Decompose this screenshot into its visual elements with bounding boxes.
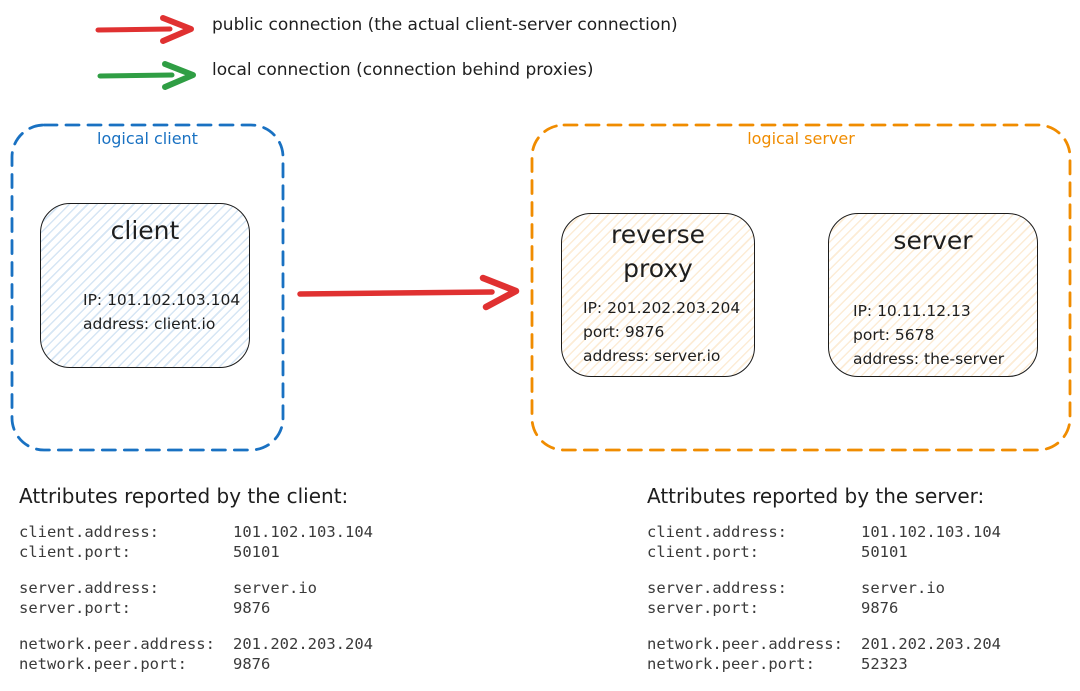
attr-row: client.port: 50101 — [19, 543, 373, 563]
attr-key: server.port: — [19, 598, 131, 617]
attr-row: server.port: 9876 — [647, 599, 1001, 619]
attr-row: network.peer.address: 201.202.203.204 — [647, 635, 1001, 655]
attr-key: server.address: — [647, 579, 787, 597]
server-attributes-title: Attributes reported by the server: — [647, 484, 985, 508]
attr-key: client.address: — [647, 523, 787, 541]
attr-row: network.peer.address: 201.202.203.204 — [19, 635, 373, 655]
client-to-proxy-arrow — [290, 270, 526, 314]
reverse-proxy-node: reverse proxy IP: 201.202.203.204 port: … — [561, 213, 755, 377]
client-node-info: IP: 101.102.103.104 address: client.io — [83, 288, 240, 336]
local-connection-arrow-icon — [96, 60, 200, 92]
attr-group-server-endpoint: server.address: server.io server.port: 9… — [647, 579, 1001, 618]
attr-group-client-endpoint: client.address: 101.102.103.104 client.p… — [19, 523, 373, 562]
reverse-proxy-node-info: IP: 201.202.203.204 port: 9876 address: … — [583, 296, 740, 368]
attr-key: client.port: — [19, 542, 131, 561]
attr-value: 9876 — [861, 598, 899, 617]
attr-value: 9876 — [233, 654, 271, 673]
attr-row: client.port: 50101 — [647, 543, 1001, 563]
attr-value: 50101 — [861, 542, 908, 561]
client-node: client IP: 101.102.103.104 address: clie… — [40, 203, 250, 368]
client-node-title: client — [110, 216, 180, 245]
node-info-line: port: 9876 — [583, 323, 665, 341]
legend-label-public-connection: public connection (the actual client-ser… — [212, 15, 678, 35]
client-attributes-section: Attributes reported by the client: clien… — [19, 483, 373, 691]
attr-value: 9876 — [233, 598, 271, 617]
attr-row: network.peer.port: 9876 — [19, 655, 373, 675]
logical-server-group: logical server reverse proxy IP: 201.202… — [530, 123, 1072, 452]
server-node-title: server — [893, 226, 973, 255]
logical-client-border — [10, 123, 285, 452]
attr-row: server.address: server.io — [647, 579, 1001, 599]
attr-value: 201.202.203.204 — [233, 635, 373, 653]
attr-key: network.peer.port: — [647, 654, 815, 673]
attr-group-server-endpoint: server.address: server.io server.port: 9… — [19, 579, 373, 618]
attr-group-client-endpoint: client.address: 101.102.103.104 client.p… — [647, 523, 1001, 562]
client-attributes-title: Attributes reported by the client: — [19, 484, 349, 508]
attr-row: client.address: 101.102.103.104 — [647, 523, 1001, 543]
attr-key: network.peer.address: — [19, 635, 215, 653]
attr-row: server.address: server.io — [19, 579, 373, 599]
attr-group-network-peer: network.peer.address: 201.202.203.204 ne… — [19, 635, 373, 674]
server-node: server IP: 10.11.12.13 port: 5678 addres… — [828, 213, 1038, 377]
logical-client-label: logical client — [97, 129, 198, 148]
node-info-line: address: server.io — [583, 347, 721, 365]
attr-value: 101.102.103.104 — [861, 523, 1001, 541]
logical-client-group: logical client client IP: 101.102.103.10… — [10, 123, 285, 452]
attr-value: server.io — [233, 579, 317, 597]
reverse-proxy-node-title: reverse proxy — [611, 220, 705, 283]
attr-key: client.port: — [647, 542, 759, 561]
attr-value: 52323 — [861, 654, 908, 673]
server-node-info: IP: 10.11.12.13 port: 5678 address: the-… — [853, 299, 1004, 371]
attr-value: 101.102.103.104 — [233, 523, 373, 541]
public-connection-arrow-icon — [94, 14, 198, 46]
attr-key: server.address: — [19, 579, 159, 597]
node-info-line: port: 5678 — [853, 326, 935, 344]
legend-label-local-connection: local connection (connection behind prox… — [212, 60, 594, 80]
node-info-line: address: the-server — [853, 350, 1005, 368]
attr-value: 201.202.203.204 — [861, 635, 1001, 653]
attr-value: server.io — [861, 579, 945, 597]
attr-value: 50101 — [233, 542, 280, 561]
node-info-line: IP: 10.11.12.13 — [853, 302, 971, 320]
node-info-line: IP: 101.102.103.104 — [83, 291, 241, 309]
node-info-line: address: client.io — [83, 315, 216, 333]
attr-key: network.peer.address: — [647, 635, 843, 653]
attr-row: client.address: 101.102.103.104 — [19, 523, 373, 543]
attr-row: network.peer.port: 52323 — [647, 655, 1001, 675]
attr-group-network-peer: network.peer.address: 201.202.203.204 ne… — [647, 635, 1001, 674]
node-info-line: IP: 201.202.203.204 — [583, 299, 741, 317]
attr-row: server.port: 9876 — [19, 599, 373, 619]
server-attributes-section: Attributes reported by the server: clien… — [647, 483, 1001, 691]
logical-server-label: logical server — [747, 129, 855, 148]
attr-key: server.port: — [647, 598, 759, 617]
attr-key: network.peer.port: — [19, 654, 187, 673]
attr-key: client.address: — [19, 523, 159, 541]
